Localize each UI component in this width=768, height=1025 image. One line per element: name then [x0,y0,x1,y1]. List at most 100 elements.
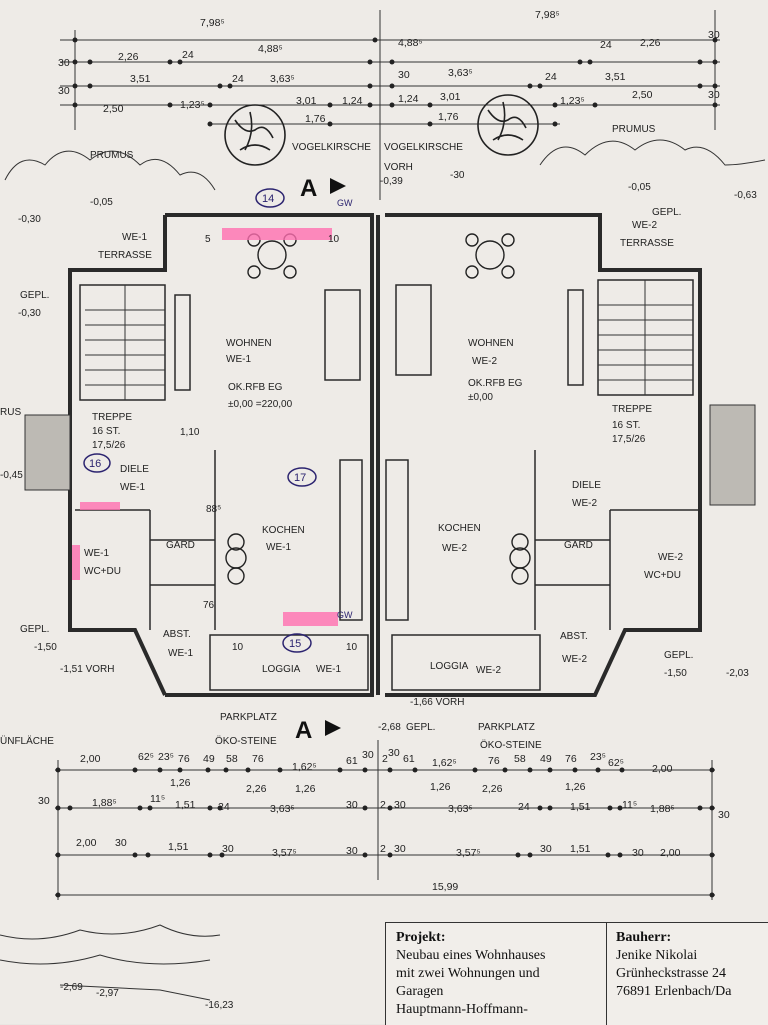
svg-text:1,76: 1,76 [305,113,326,125]
svg-text:16 ST.: 16 ST. [612,420,640,431]
svg-text:WE-1: WE-1 [266,542,291,553]
svg-text:TREPPE: TREPPE [92,412,132,423]
svg-text:TREPPE: TREPPE [612,404,652,415]
bottom-dimension-ticks [55,767,715,898]
svg-text:17: 17 [294,472,306,484]
svg-text:WE-2: WE-2 [442,543,467,554]
bauherr-line: Grünheckstrasse 24 [616,966,727,981]
svg-text:1,26: 1,26 [170,777,191,789]
svg-text:WOHNEN: WOHNEN [226,338,272,349]
svg-text:30: 30 [58,57,70,69]
svg-text:1,62⁵: 1,62⁵ [432,757,457,769]
svg-text:WE-2: WE-2 [658,552,683,563]
svg-text:88⁵: 88⁵ [206,504,221,515]
svg-text:LOGGIA: LOGGIA [262,664,301,675]
svg-text:VORH: VORH [384,162,413,173]
svg-text:-1,50: -1,50 [34,642,57,653]
svg-text:-2,68: -2,68 [378,722,401,733]
svg-text:2: 2 [380,843,386,855]
svg-text:OK.RFB EG: OK.RFB EG [468,378,523,389]
stairs-right [598,280,693,395]
svg-text:10: 10 [328,234,340,245]
bottom-dimension-labels: 2,00 62⁵ 23⁵ 76 49 58 76 1,62⁵ 61 30 2 3… [38,747,730,893]
handwritten-circles [83,188,317,653]
svg-text:WC+DU: WC+DU [644,570,681,581]
svg-text:-1,51 VORH: -1,51 VORH [60,664,114,675]
svg-text:2,26: 2,26 [246,783,267,795]
svg-text:76: 76 [203,600,215,611]
projekt-heading: Projekt: [396,930,446,945]
svg-text:PRUMUS: PRUMUS [90,150,134,161]
svg-text:WE-2: WE-2 [562,654,587,665]
svg-text:PARKPLATZ: PARKPLATZ [478,722,535,733]
svg-text:1,76: 1,76 [438,111,459,123]
svg-text:24: 24 [218,801,230,813]
svg-text:14: 14 [262,193,274,205]
svg-text:A: A [295,717,312,744]
tree-right-icon [477,94,539,156]
svg-text:WOHNEN: WOHNEN [468,338,514,349]
svg-text:OK.RFB EG: OK.RFB EG [228,382,283,393]
svg-text:16: 16 [89,458,101,470]
svg-text:WE-1: WE-1 [316,664,341,675]
svg-text:1,51: 1,51 [175,799,196,811]
svg-text:ÜNFLÄCHE: ÜNFLÄCHE [0,735,54,747]
svg-text:ÖKO-STEINE: ÖKO-STEINE [480,739,542,751]
svg-text:3,01: 3,01 [296,95,317,107]
section-markers: A A [295,175,346,744]
svg-text:KOCHEN: KOCHEN [438,523,481,534]
svg-text:GARD: GARD [564,540,593,551]
svg-text:WE-1: WE-1 [122,232,147,243]
svg-text:-0,39: -0,39 [380,176,403,187]
svg-text:1,23⁵: 1,23⁵ [180,99,205,111]
svg-text:49: 49 [540,753,552,765]
svg-text:30: 30 [718,809,730,821]
svg-text:WE-1: WE-1 [84,548,109,559]
svg-text:1,26: 1,26 [295,783,316,795]
svg-text:PRUMUS: PRUMUS [612,124,656,135]
svg-text:VOGELKIRSCHE: VOGELKIRSCHE [292,142,371,153]
svg-text:WE-2: WE-2 [632,220,657,231]
bauherr-line: Jenike Nikolai [616,948,698,963]
svg-text:TERRASSE: TERRASSE [98,250,152,261]
projekt-line: Hauptmann-Hoffmann- [396,1002,528,1017]
svg-text:2,00: 2,00 [660,847,681,859]
building-walls [68,213,702,697]
top-dimension-ticks [72,37,718,127]
svg-text:ÖKO-STEINE: ÖKO-STEINE [215,735,277,747]
svg-text:7,98⁵: 7,98⁵ [535,9,560,21]
svg-text:30: 30 [708,29,720,41]
svg-text:WE-1: WE-1 [120,482,145,493]
svg-text:49: 49 [203,753,215,765]
svg-text:24: 24 [518,801,530,813]
top-dimension-labels: 7,98⁵ 7,98⁵ 30 2,26 24 4,88⁵ 4,88⁵ 24 2,… [58,9,720,125]
svg-text:WE-1: WE-1 [226,354,251,365]
svg-text:-0,63: -0,63 [734,190,757,201]
stone-beds [24,404,756,506]
svg-text:3,57⁵: 3,57⁵ [272,847,297,859]
svg-text:15,99: 15,99 [432,881,458,893]
svg-text:3,63⁵: 3,63⁵ [448,803,473,815]
svg-text:3,57⁵: 3,57⁵ [456,847,481,859]
tree-labels: VOGELKIRSCHE VOGELKIRSCHE PRUMUS PRUMUS [90,124,656,161]
svg-text:2,50: 2,50 [103,103,124,115]
svg-text:-0,30: -0,30 [18,308,41,319]
svg-text:WE-1: WE-1 [168,648,193,659]
svg-text:23⁵: 23⁵ [590,751,606,763]
svg-text:WE-2: WE-2 [472,356,497,367]
svg-text:62⁵: 62⁵ [608,757,624,769]
svg-text:1,51: 1,51 [570,801,591,813]
svg-text:±0,00: ±0,00 [468,392,493,403]
svg-text:DIELE: DIELE [572,480,601,491]
svg-text:2,00: 2,00 [652,763,673,775]
svg-text:1,88⁵: 1,88⁵ [92,797,117,809]
svg-text:2: 2 [382,753,388,765]
project-info: Projekt: Neubau eines Wohnhauses mit zwe… [396,929,601,1019]
svg-text:1,62⁵: 1,62⁵ [292,761,317,773]
svg-text:11⁵: 11⁵ [622,799,637,811]
svg-text:10: 10 [232,642,244,653]
projekt-line: mit zwei Wohnungen und [396,966,540,981]
svg-text:30: 30 [388,747,400,759]
svg-text:11⁵: 11⁵ [150,793,165,805]
